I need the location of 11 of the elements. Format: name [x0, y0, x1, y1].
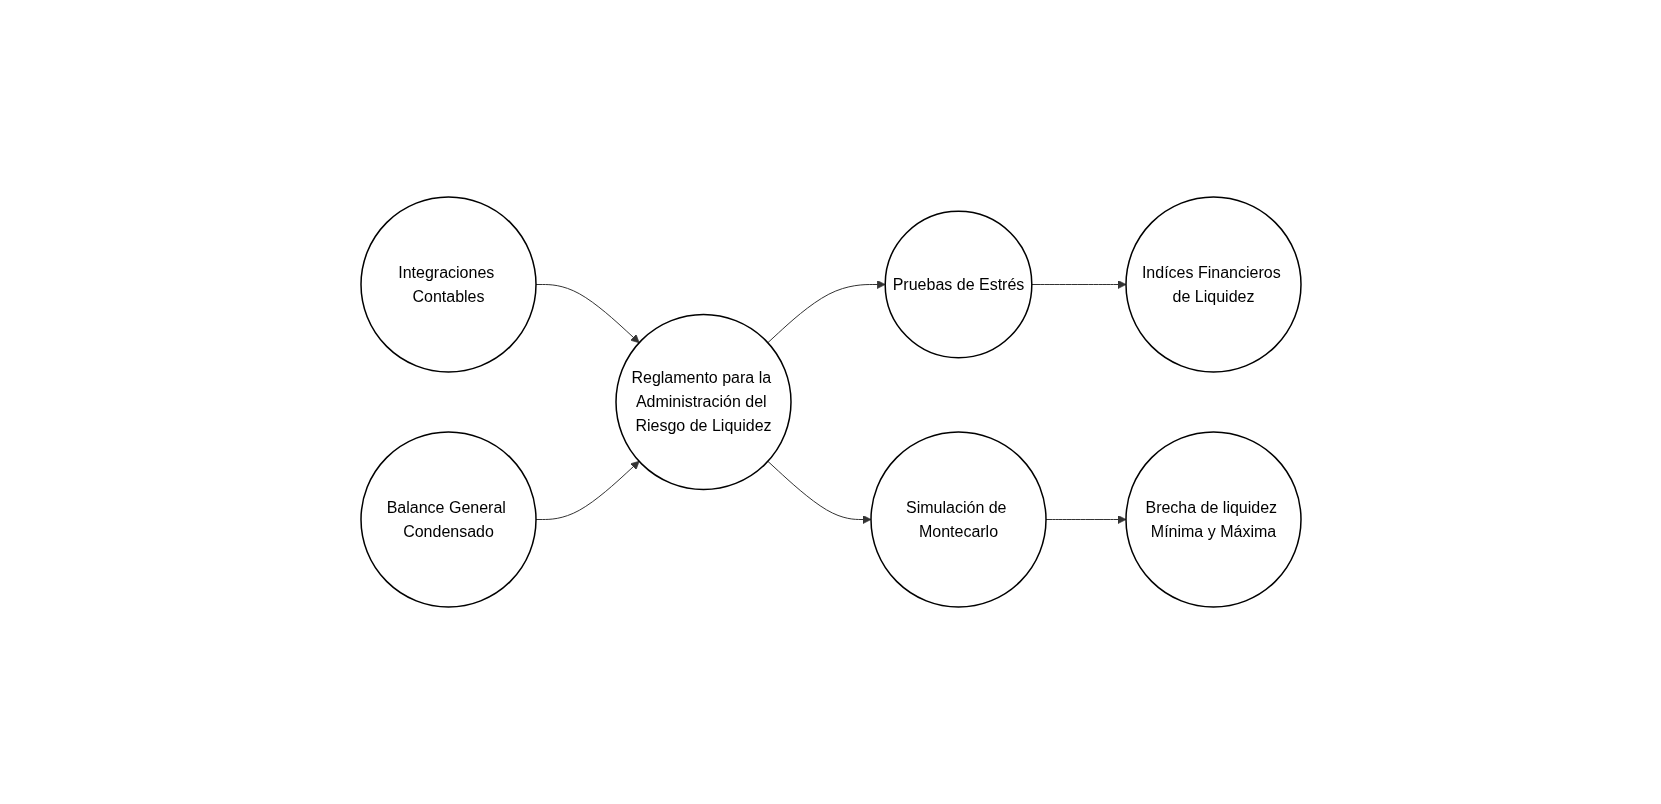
node-circle: Indíces Financieros de Liquidez: [1124, 196, 1302, 373]
node-circle: Simulación de Montecarlo: [869, 431, 1047, 608]
arrow: [535, 460, 640, 520]
node-circle: Integraciones Contables: [359, 196, 537, 373]
arrow: [1045, 515, 1126, 524]
arrow: [535, 284, 640, 344]
node-circle: Brecha de liquidez Mínima y Máxima: [1124, 431, 1302, 608]
node-circle: Reglamento para la Administración del Riesgo de Liquidez: [614, 313, 792, 491]
arrow: [766, 460, 871, 524]
node-circle: Pruebas de Estrés: [883, 210, 1033, 359]
node-circle: Balance General Condensado: [359, 431, 537, 608]
